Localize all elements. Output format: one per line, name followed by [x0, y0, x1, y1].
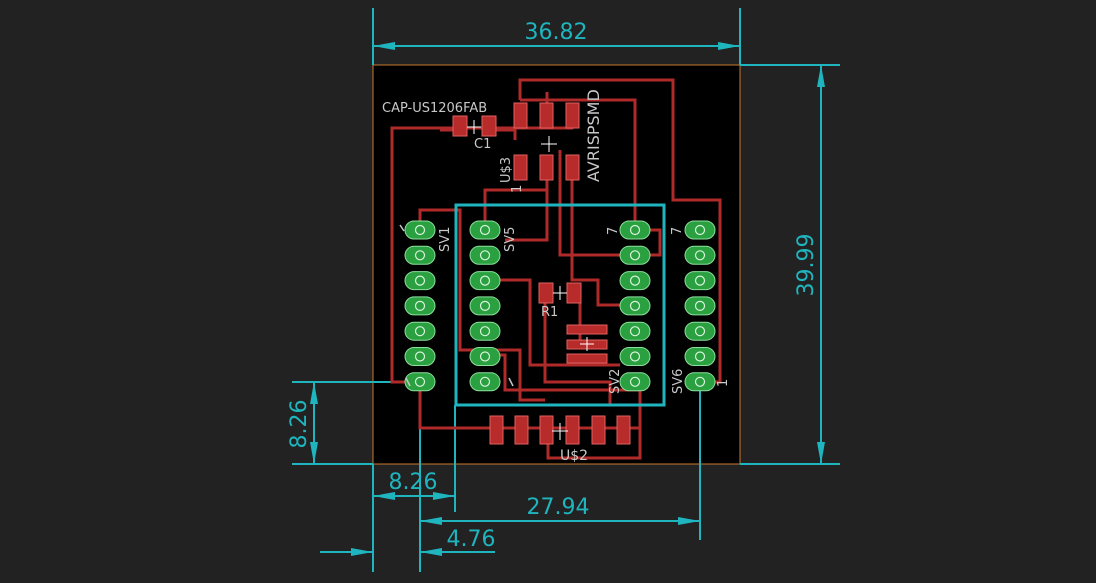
- resistor-label: R1: [541, 305, 558, 320]
- sv5-label: SV5: [503, 227, 518, 252]
- drill-hole: [414, 351, 426, 362]
- isp-pad: [565, 154, 580, 181]
- isp-pad: [539, 102, 554, 129]
- isp-name-label: U$3: [499, 157, 514, 183]
- drill-hole: [629, 300, 641, 311]
- drill-hole: [479, 224, 491, 236]
- drill-hole: [629, 224, 641, 236]
- drill-hole: [414, 300, 426, 311]
- chip-pad: [539, 415, 554, 445]
- drill-hole: [479, 300, 491, 311]
- resistor-pad: [566, 282, 582, 304]
- pin7-label-sv2: 7: [606, 227, 621, 235]
- dim-board-height: 39.99: [794, 234, 819, 297]
- drill-hole: [694, 326, 706, 337]
- drill-hole: [629, 250, 641, 261]
- chip-pad: [565, 415, 580, 445]
- drill-hole: [479, 376, 491, 387]
- chip-label: U$2: [560, 448, 588, 464]
- drill-hole: [694, 300, 706, 311]
- drill-hole: [694, 376, 706, 387]
- isp-pin1-label: 1: [510, 185, 525, 193]
- isp-value-label: AVRISPSMD: [584, 89, 603, 182]
- isp-pad: [539, 154, 554, 181]
- drill-hole: [694, 224, 706, 236]
- dimension-arrows: [310, 42, 825, 556]
- cap-pad: [481, 115, 497, 137]
- pin7-label-sv6: 7: [670, 227, 685, 235]
- sv1-label: SV1: [438, 227, 453, 252]
- cap-value-label: CAP-US1206FAB: [382, 101, 487, 116]
- dim-header-spacing: 27.94: [527, 495, 590, 520]
- drill-hole: [414, 376, 426, 387]
- dim-left-offset-y: 8.26: [287, 400, 312, 449]
- cap-pad: [452, 115, 468, 137]
- drill-hole: [629, 326, 641, 337]
- origin-marks: [467, 120, 594, 440]
- dim-left-offset-x: 8.26: [389, 470, 438, 495]
- drill-hole: [694, 250, 706, 261]
- smd-pads: [452, 102, 631, 445]
- dim-small-offset: 4.76: [447, 527, 496, 552]
- chip-pad: [514, 415, 529, 445]
- drill-hole: [414, 224, 426, 236]
- sv6-label: SV6: [671, 369, 686, 394]
- chip-outline: [454, 203, 666, 407]
- drill-hole: [694, 275, 706, 286]
- chip-pad: [489, 415, 504, 445]
- pin-marks: [399, 224, 514, 387]
- isp-pad: [513, 102, 528, 129]
- drill-hole: [629, 275, 641, 286]
- resistor-pad: [538, 282, 554, 304]
- isp-pad: [565, 102, 580, 129]
- dim-board-width: 36.82: [525, 20, 588, 45]
- cap-name-label: C1: [474, 137, 491, 152]
- chip-pad: [616, 415, 631, 445]
- drill-hole: [414, 326, 426, 337]
- drill-hole: [414, 275, 426, 286]
- drill-hole: [414, 250, 426, 261]
- drill-hole: [629, 376, 641, 387]
- header-pads: [404, 220, 716, 392]
- drill-hole: [629, 351, 641, 362]
- drill-hole: [479, 275, 491, 286]
- pin1-label-sv6: 1: [716, 379, 731, 387]
- drill-hole: [479, 250, 491, 261]
- drill-hole: [479, 351, 491, 362]
- chip-pad: [591, 415, 606, 445]
- pcb-board: [372, 64, 741, 465]
- crystal-pad: [566, 324, 608, 335]
- isp-pad: [513, 154, 528, 181]
- sv2-label: SV2: [608, 369, 623, 394]
- drill-hole: [479, 326, 491, 337]
- drill-hole: [694, 351, 706, 362]
- crystal-pad: [566, 353, 608, 364]
